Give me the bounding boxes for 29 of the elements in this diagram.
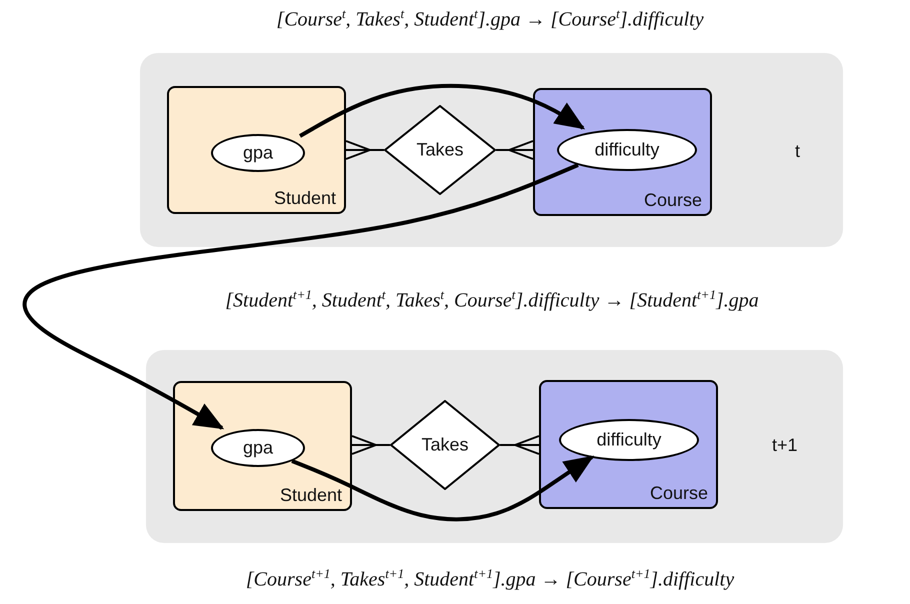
node-label: t <box>795 141 800 162</box>
relationship-line <box>500 435 540 455</box>
node-label: Takes <box>420 434 470 456</box>
relationship-line <box>351 435 390 455</box>
dependency-arrow <box>291 455 594 522</box>
node-label: Takes <box>415 140 465 160</box>
node-label: gpa <box>242 438 274 458</box>
entity-box <box>173 381 352 511</box>
node-label: Course <box>650 483 708 504</box>
formula-text: [Course$^{t+1}$, Takes$^{t+1}$, Student$^{t+1}$].gpa → [Course$^{t+1}$].difficulty <box>246 566 734 592</box>
relationship-line <box>345 140 384 160</box>
node-label: difficulty <box>596 430 662 450</box>
entity-box <box>167 86 346 214</box>
timestep-band <box>140 53 843 247</box>
entity-box <box>533 88 712 216</box>
dependency-arrow <box>299 84 586 138</box>
node-label: Student <box>274 188 336 209</box>
node-label: t+1 <box>772 435 798 456</box>
node-label: Course <box>644 190 702 211</box>
timestep-band <box>146 350 843 543</box>
node-label: gpa <box>242 142 274 164</box>
node-label: Student <box>280 485 342 506</box>
formula-text: [Student$^{t+1}$, Student$^{t}$, Takes$^{t}$, Course$^{t}$].difficulty → [Student$^{t+1}$].gpa <box>225 287 759 313</box>
formula-text: [Course$^{t}$, Takes$^{t}$, Student$^{t}$].gpa → [Course$^{t}$].difficulty <box>276 6 704 32</box>
entity-box <box>539 380 718 509</box>
relationship-diamond <box>384 105 496 195</box>
relationship-diamond <box>390 400 500 490</box>
dependency-arrow <box>23 163 579 430</box>
node-label: difficulty <box>594 140 660 160</box>
